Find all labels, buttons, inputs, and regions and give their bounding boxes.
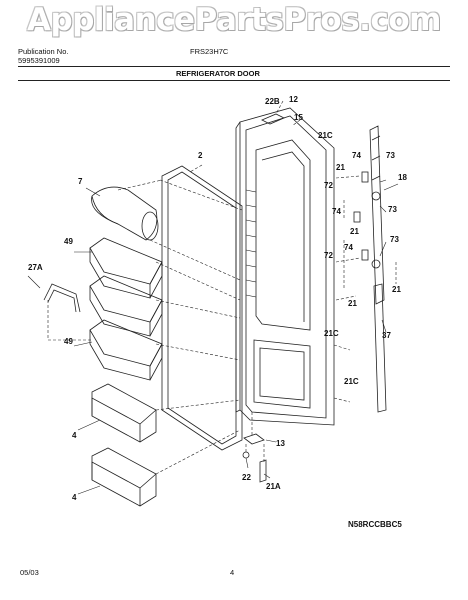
callout-22: 22 xyxy=(242,473,251,482)
callout-74-a: 74 xyxy=(352,151,361,160)
callout-74-b: 74 xyxy=(332,207,341,216)
callout-73-c: 73 xyxy=(390,235,399,244)
callout-21-d: 21 xyxy=(392,285,401,294)
callout-49-b: 49 xyxy=(64,337,73,346)
door-bin-upper xyxy=(89,237,163,299)
callout-21c-mid: 21C xyxy=(324,329,339,338)
callout-4-b: 4 xyxy=(72,493,77,502)
callout-7: 7 xyxy=(78,177,83,186)
callout-72-a: 72 xyxy=(324,181,333,190)
footer-page-number: 4 xyxy=(230,568,235,577)
model-number: FRS23H7C xyxy=(190,47,229,56)
callout-74-c: 74 xyxy=(344,243,353,252)
door-shell xyxy=(235,107,335,426)
callout-2: 2 xyxy=(198,151,203,160)
callout-22b: 22B xyxy=(265,97,280,106)
callout-21c-low: 21C xyxy=(344,377,359,386)
callout-4-a: 4 xyxy=(72,431,77,440)
lower-handle xyxy=(373,283,387,413)
callout-49-a: 49 xyxy=(64,237,73,246)
gallon-bin-lower xyxy=(91,447,157,507)
callout-72-b: 72 xyxy=(324,251,333,260)
footer-date: 05/03 xyxy=(20,568,39,577)
callout-21-b: 21 xyxy=(350,227,359,236)
callout-12: 12 xyxy=(289,95,298,104)
handle-brackets xyxy=(353,171,381,269)
callout-73-b: 73 xyxy=(388,205,397,214)
callout-18: 18 xyxy=(398,173,407,182)
door-bin-middle xyxy=(89,275,163,337)
header-rule xyxy=(18,66,450,67)
callout-21-c: 21 xyxy=(348,299,357,308)
watermark-logo: AppliancePartsPros.com xyxy=(27,2,441,38)
dairy-cover xyxy=(91,186,159,241)
callout-27a: 27A xyxy=(28,263,43,272)
publication-label: Publication No. xyxy=(18,47,69,56)
retainer-27a xyxy=(43,283,81,313)
callout-21a: 21A xyxy=(266,482,281,491)
door-gasket xyxy=(161,165,243,451)
callout-21c-top: 21C xyxy=(318,131,333,140)
callout-73-a: 73 xyxy=(386,151,395,160)
door-bin-lower xyxy=(89,319,163,381)
gallon-bin-upper xyxy=(91,383,157,443)
callout-21-a: 21 xyxy=(336,163,345,172)
callout-37: 37 xyxy=(382,331,391,340)
diagram-code: N58RCCBBC5 xyxy=(348,520,402,529)
publication-number: 5995391009 xyxy=(18,56,60,65)
callout-13: 13 xyxy=(276,439,285,448)
callout-15: 15 xyxy=(294,113,303,122)
title-rule xyxy=(18,80,450,81)
upper-handle xyxy=(369,125,385,305)
section-title: REFRIGERATOR DOOR xyxy=(176,69,260,78)
